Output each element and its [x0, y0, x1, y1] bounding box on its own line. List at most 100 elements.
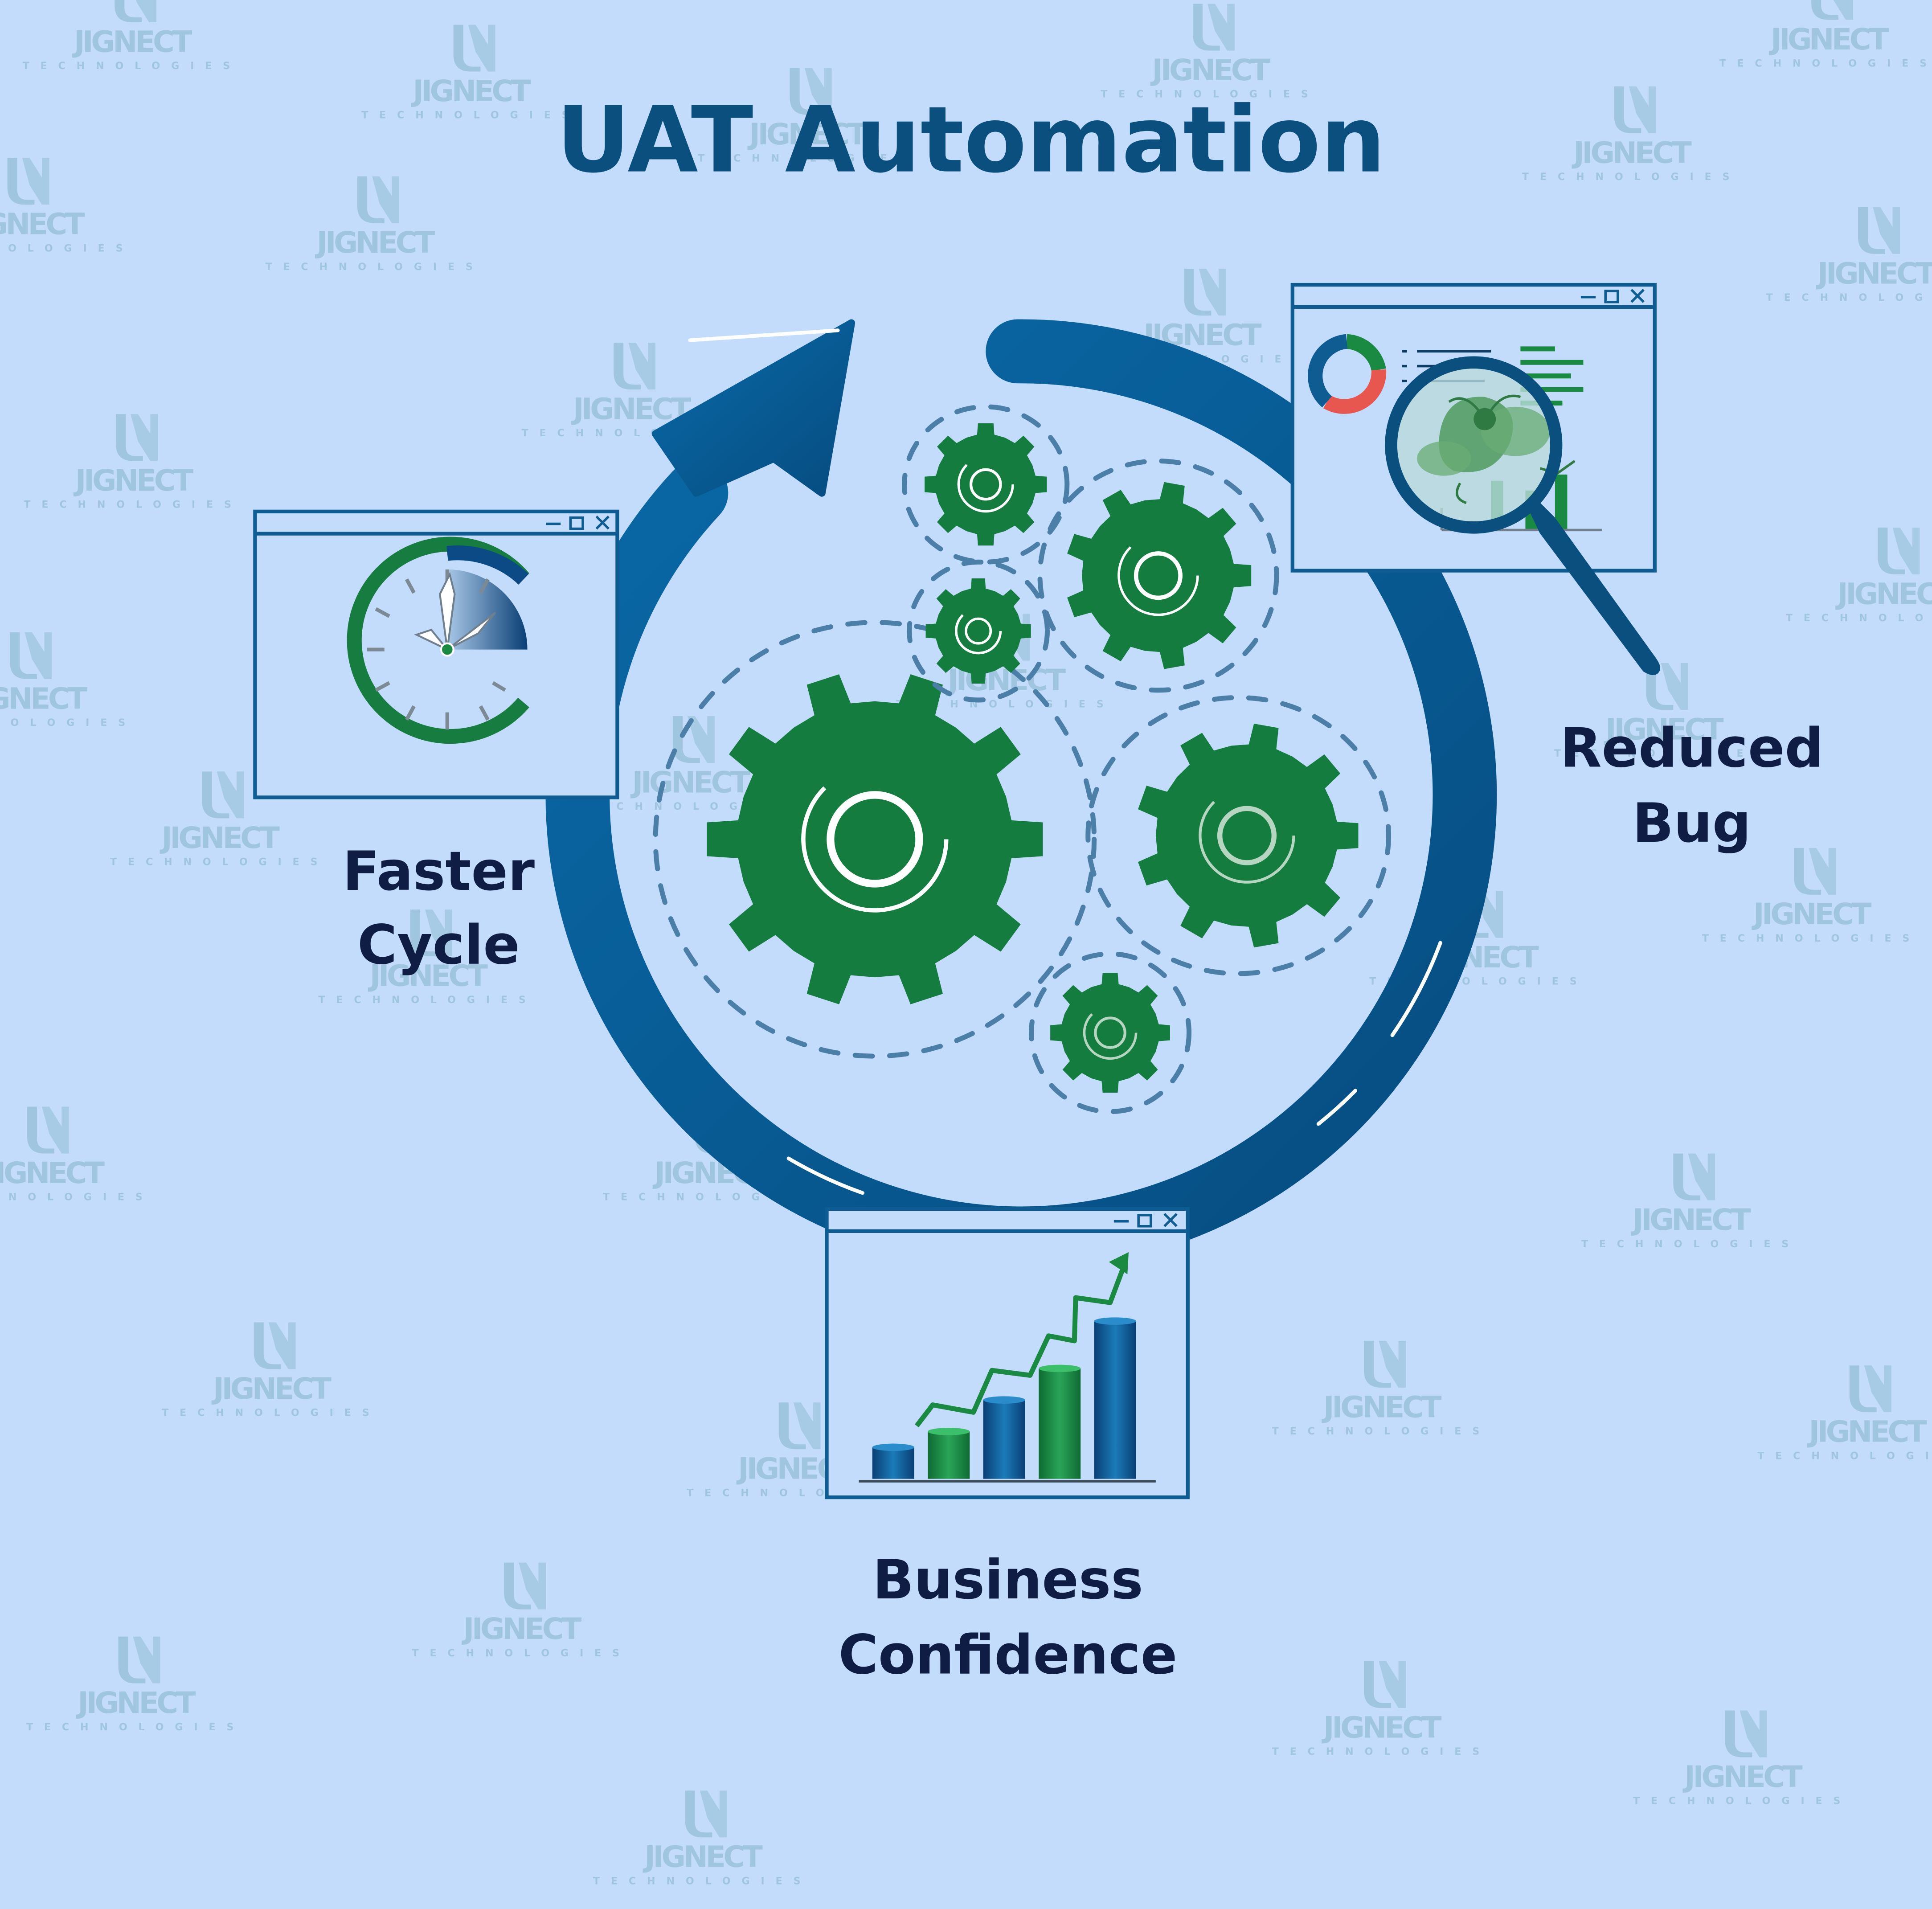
- gear-icon: [1029, 951, 1192, 1114]
- watermark-name: JIGNECT: [72, 24, 192, 59]
- watermark-sub: TECHNOLOGIES: [1272, 1426, 1490, 1437]
- trend-line: [914, 1262, 1127, 1428]
- clock-icon: [347, 537, 529, 744]
- business-confidence-label-line2: Confidence: [839, 1623, 1177, 1687]
- watermark-sub: TECHNOLOGIES: [1786, 612, 1932, 624]
- watermark-name: JIGNECT: [1816, 256, 1932, 291]
- watermark-name: JIGNECT: [74, 463, 193, 498]
- watermark-name: JIGNECT: [315, 225, 435, 260]
- chart-bar: [872, 1447, 914, 1479]
- chart-bar-top: [1094, 1317, 1136, 1325]
- watermark-name: JIGNECT: [462, 1611, 581, 1646]
- watermark-name: JIGNECT: [368, 959, 488, 993]
- watermark-sub: TECHNOLOGIES: [0, 242, 134, 254]
- watermark-name: JIGNECT: [747, 117, 867, 152]
- watermark-sub: TECHNOLOGIES: [1101, 89, 1319, 100]
- watermark-name: JIGNECT: [643, 1839, 762, 1874]
- watermark-sub: TECHNOLOGIES: [110, 856, 328, 868]
- window-controls-icon: [546, 515, 610, 530]
- window-controls-icon: [1113, 1213, 1178, 1228]
- gear-icon: [1085, 695, 1392, 976]
- watermark-name: JIGNECT: [0, 681, 87, 716]
- watermark-name: JIGNECT: [1322, 1389, 1441, 1424]
- chart-bar-top: [1039, 1364, 1081, 1372]
- gear-icon: [907, 559, 1050, 703]
- gear-cluster: [653, 404, 1392, 1114]
- chart-bar: [928, 1431, 970, 1479]
- watermark-sub: TECHNOLOGIES: [1766, 292, 1932, 303]
- watermark-name: JIGNECT: [1322, 1710, 1441, 1745]
- gear-icon: [653, 620, 1097, 1059]
- watermark-sub: TECHNOLOGIES: [0, 717, 136, 729]
- faster-cycle-label: Faster: [343, 840, 535, 903]
- watermark-sub: TECHNOLOGIES: [1522, 171, 1740, 183]
- watermark-name: JIGNECT: [0, 1155, 105, 1190]
- watermark-name: JIGNECT: [211, 1371, 331, 1406]
- business-confidence-window: [825, 1207, 1190, 1499]
- faster-cycle-window: [253, 509, 619, 799]
- watermark-sub: TECHNOLOGIES: [0, 1192, 154, 1203]
- watermark-sub: TECHNOLOGIES: [1757, 1450, 1932, 1462]
- chart-bar-top: [983, 1396, 1025, 1404]
- trend-arrow-icon: [1109, 1252, 1129, 1274]
- watermark-name: JIGNECT: [0, 207, 85, 242]
- chart-bar-top: [872, 1443, 914, 1451]
- watermark-sub: TECHNOLOGIES: [1272, 1746, 1490, 1757]
- donut-chart-icon: [1308, 334, 1387, 414]
- gear-icon: [902, 404, 1070, 565]
- watermark-name: JIGNECT: [160, 820, 279, 855]
- watermark-sub: TECHNOLOGIES: [265, 261, 483, 273]
- watermark-name: JIGNECT: [630, 765, 750, 799]
- watermark-name: JIGNECT: [76, 1685, 196, 1720]
- watermark-sub: TECHNOLOGIES: [23, 60, 241, 72]
- reduced-bug-window: [1290, 283, 1660, 675]
- watermark-name: JIGNECT: [1604, 712, 1723, 746]
- watermark-logo: JIGNECT TECHNOLOGIES: [1101, 4, 1319, 100]
- watermark-name: JIGNECT: [411, 74, 531, 108]
- watermark-logo: JIGNECT TECHNOLOGIES: [0, 1106, 154, 1203]
- reduced-bug-label: Reduced: [1560, 716, 1824, 779]
- watermark-sub: TECHNOLOGIES: [24, 499, 242, 511]
- chart-bar-top: [928, 1428, 970, 1435]
- watermark-sub: TECHNOLOGIES: [698, 153, 916, 164]
- watermark-name: JIGNECT: [1769, 22, 1889, 57]
- watermark-name: JIGNECT: [1631, 1202, 1751, 1237]
- watermark-sub: TECHNOLOGIES: [1633, 1795, 1851, 1807]
- watermark-sub: TECHNOLOGIES: [1581, 1238, 1800, 1250]
- watermark-name: JIGNECT: [1807, 1414, 1927, 1449]
- watermark-sub: TECHNOLOGIES: [412, 1647, 630, 1659]
- gear-icon: [1037, 458, 1279, 693]
- watermark-sub: TECHNOLOGIES: [318, 994, 536, 1006]
- watermark-name: JIGNECT: [1150, 53, 1270, 87]
- watermark-name: JIGNECT: [1682, 1759, 1802, 1794]
- faster-cycle-label-line2: Cycle: [357, 914, 520, 977]
- watermark-sub: TECHNOLOGIES: [162, 1407, 380, 1419]
- watermark-sub: TECHNOLOGIES: [1719, 58, 1932, 70]
- watermark-name: JIGNECT: [1835, 576, 1932, 611]
- growth-bar-chart-icon: [859, 1252, 1156, 1483]
- chart-bar: [1039, 1368, 1081, 1479]
- watermark-logo: JIGNECT TECHNOLOGIES: [1272, 1340, 1490, 1437]
- watermark-sub: TECHNOLOGIES: [1702, 933, 1920, 944]
- chart-bar: [983, 1400, 1025, 1479]
- window-controls-icon: [1580, 289, 1645, 303]
- reduced-bug-label-line2: Bug: [1633, 791, 1751, 855]
- page-title: UAT Automation: [557, 87, 1386, 193]
